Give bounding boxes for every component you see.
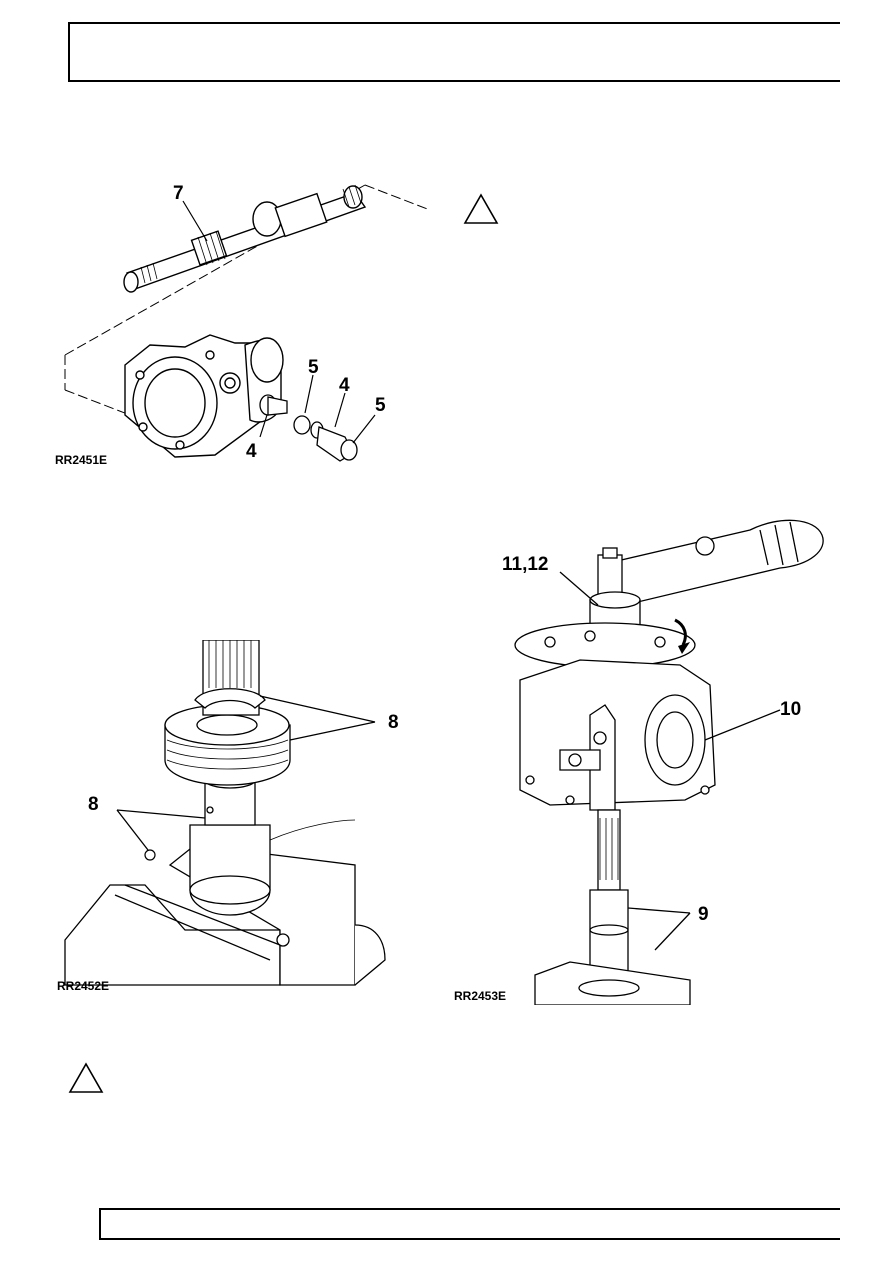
callout-11-12: 11,12 [502, 554, 549, 575]
callout-10: 10 [780, 699, 801, 720]
warning-triangle-icon [463, 193, 499, 224]
figure-rr2451e: 7 5 4 5 4 RR2451E [55, 175, 445, 475]
warning-triangle-icon [68, 1062, 104, 1093]
page-footer-frame [99, 1208, 840, 1240]
figure-rr2453e: 11,12 10 9 RR2453E [450, 510, 835, 1005]
page-header-frame [68, 22, 840, 82]
callout-4-lower: 4 [246, 441, 257, 462]
callout-5-right: 5 [375, 395, 386, 416]
callout-8-circlip: 8 [388, 712, 399, 733]
torque-wrench-illustration: 11,12 10 9 RR2453E [454, 519, 824, 1005]
figure-rr2452e: 8 8 RR2452E [55, 640, 435, 995]
callout-5-upper: 5 [308, 357, 319, 378]
callout-7: 7 [173, 183, 184, 204]
callout-4-right: 4 [339, 375, 350, 396]
figure-code: RR2453E [454, 989, 506, 1003]
exploded-shaft-illustration: 7 5 4 5 4 RR2451E [55, 183, 431, 467]
callout-9: 9 [698, 904, 709, 925]
figure-code: RR2451E [55, 453, 107, 467]
callout-8-ball: 8 [88, 794, 99, 815]
circlip-bearing-illustration: 8 8 RR2452E [57, 640, 399, 993]
figure-code: RR2452E [57, 979, 109, 993]
